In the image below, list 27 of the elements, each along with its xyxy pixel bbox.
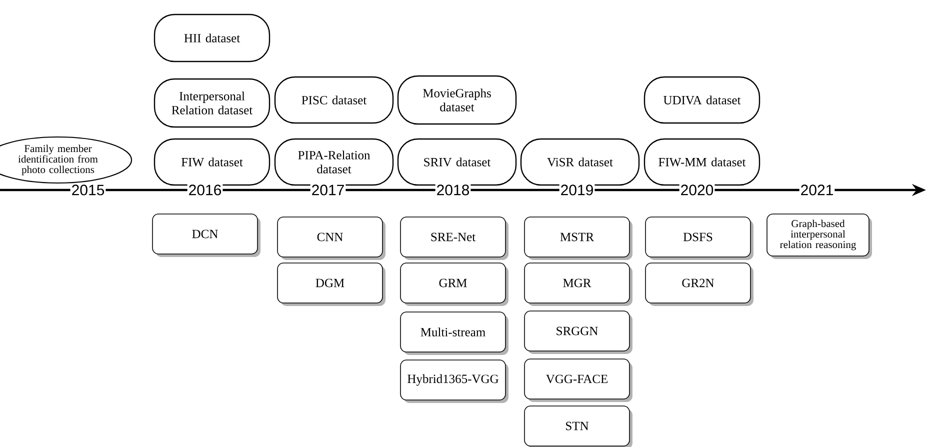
year-label: 2017 <box>310 184 346 196</box>
method-box: GR2N <box>645 262 754 306</box>
method-box: VGG-FACE <box>524 358 632 402</box>
method-box: STN <box>524 406 632 447</box>
method-box: Graph-based interpersonal relation reasoning <box>766 214 872 259</box>
method-box: DGM <box>277 262 386 306</box>
method-box: MSTR <box>524 216 632 260</box>
dataset-pill: PISC dataset <box>274 76 394 124</box>
year-label: 2015 <box>70 184 106 196</box>
year-label: 2016 <box>187 184 223 196</box>
method-box: GRM <box>400 262 508 306</box>
year-label: 2021 <box>799 184 835 196</box>
dataset-pill: HII dataset <box>154 14 270 62</box>
method-box: MGR <box>524 262 632 306</box>
method-box: SRE-Net <box>400 216 508 260</box>
method-box: DCN <box>152 214 260 257</box>
method-box: DSFS <box>645 216 754 260</box>
year-label: 2020 <box>679 184 715 196</box>
year-label: 2019 <box>559 184 595 196</box>
method-box: Multi-stream <box>400 312 508 355</box>
dataset-pill: Interpersonal Relation dataset <box>154 78 270 128</box>
year-label: 2018 <box>435 184 471 196</box>
dataset-pill: UDIVA dataset <box>644 76 760 124</box>
method-box: SRGGN <box>524 310 632 354</box>
method-box: CNN <box>277 216 386 260</box>
method-box: Hybrid1365-VGG <box>400 360 508 403</box>
dataset-pill: MovieGraphs dataset <box>397 75 517 125</box>
